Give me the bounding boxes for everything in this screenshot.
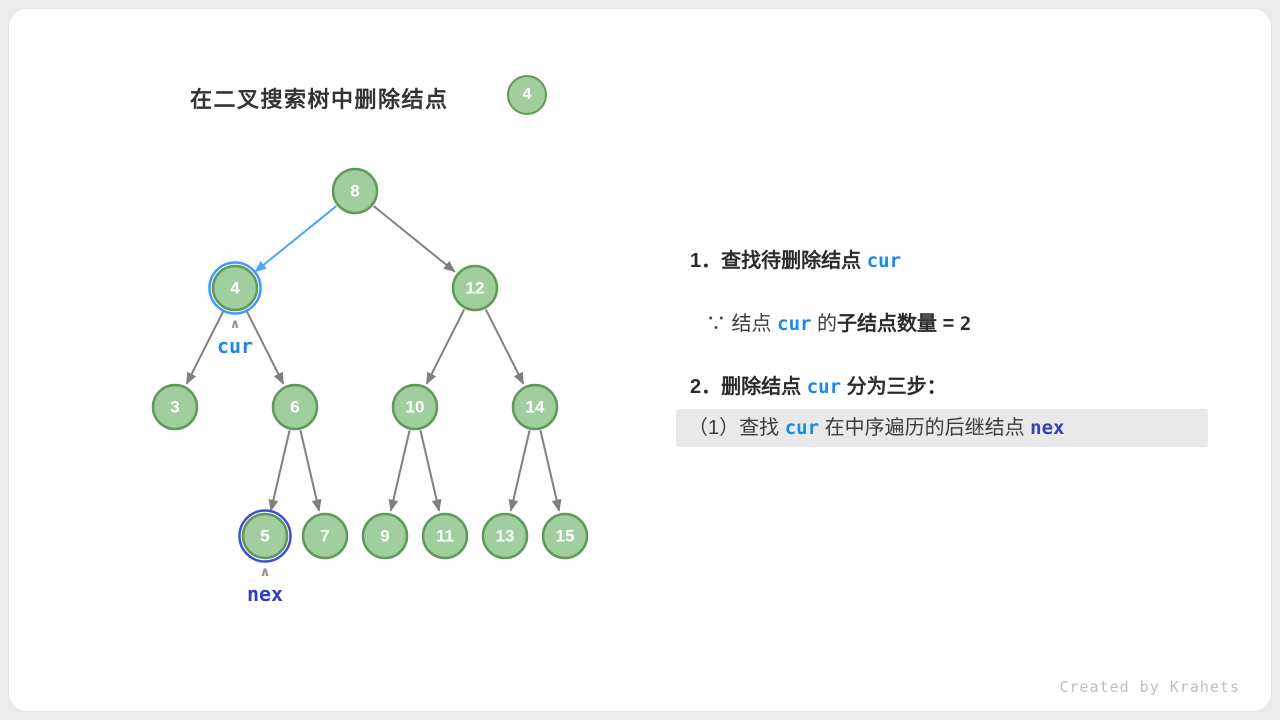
tree-node-value: 14 (526, 398, 545, 417)
tree-node-value: 15 (556, 527, 575, 546)
tree-node-value: 7 (320, 527, 329, 546)
text-segment-bold: 1．查找待删除结点 (690, 250, 867, 272)
text-segment-bold: 2．删除结点 (690, 376, 807, 398)
tree-node-8: 8 (331, 167, 379, 215)
tree-node-circle (541, 512, 589, 560)
text-segment-bold: = (937, 313, 960, 335)
tree-node-4: 4 (208, 261, 262, 315)
tree-edge-8-4 (254, 205, 337, 273)
page-title: 在二叉搜索树中删除结点 (190, 87, 449, 112)
cur-pointer-caret-icon: ∧ (230, 317, 241, 332)
text-segment-normal: 的 (811, 313, 838, 335)
tree-node-circle (271, 383, 319, 431)
tree-edge-12-10 (425, 308, 466, 385)
tree-node-11: 11 (421, 512, 469, 560)
tree-edge-4-3 (185, 308, 226, 385)
tree-edges (185, 205, 562, 512)
cur-highlight-ring (208, 261, 262, 315)
tree-node-12: 12 (451, 264, 499, 312)
tree-edge-10-11 (419, 430, 442, 512)
tree-pointers: ∧ cur ∧ nex (217, 317, 283, 606)
tree-node-6: 6 (271, 383, 319, 431)
step-2-line: 2．删除结点 cur 分为三步： (676, 374, 1208, 400)
text-segment-code-blue: cur (866, 250, 902, 272)
text-segment-bold-mono: 2 (959, 313, 972, 335)
tree-node-7: 7 (301, 512, 349, 560)
text-segment-code-blue: cur (784, 417, 820, 439)
tree-node-15: 15 (541, 512, 589, 560)
tree-node-value: 9 (380, 527, 389, 546)
text-segment-bold: 子结点数量 (837, 313, 938, 335)
because-line: ∵ 结点 cur 的子结点数量 = 2 (676, 311, 1208, 337)
tree-node-value: 4 (230, 279, 240, 298)
tree-nodes: 8 4 12 3 6 10 14 5 7 9 11 13 15 (151, 167, 589, 563)
text-segment-normal: （1）查找 (688, 417, 785, 439)
tree-node-circle (481, 512, 529, 560)
tree-node-circle (151, 383, 199, 431)
tree-edge-6-5 (268, 430, 291, 512)
tree-node-13: 13 (481, 512, 529, 560)
substep-1-line: （1）查找 cur 在中序遍历的后继结点 nex (676, 409, 1208, 447)
tree-edge-6-7 (299, 430, 322, 512)
footer-credit: Created by Krahets (1059, 678, 1240, 696)
tree-node-circle (211, 264, 259, 312)
tree-node-value: 6 (290, 398, 299, 417)
nex-pointer-label: nex (247, 582, 283, 606)
text-segment-bold: 分为三步： (841, 376, 947, 398)
tree-node-value: 11 (436, 527, 454, 546)
title-badge-node: 4 (507, 75, 547, 115)
step-1-line: 1．查找待删除结点 cur (676, 248, 1208, 274)
tree-node-3: 3 (151, 383, 199, 431)
text-segment-code-blue: cur (777, 313, 812, 335)
tree-edge-14-15 (539, 430, 562, 512)
tree-node-value: 13 (496, 527, 515, 546)
tree-node-value: 10 (406, 398, 425, 417)
text-segment-normal: 在中序遍历的后继结点 (819, 417, 1031, 439)
tree-node-circle (421, 512, 469, 560)
nex-pointer-caret-icon: ∧ (260, 565, 271, 580)
tree-node-circle (451, 264, 499, 312)
text-segment-normal: ∵ 结点 (706, 313, 778, 335)
tree-node-10: 10 (391, 383, 439, 431)
tree-edge-10-9 (388, 430, 411, 512)
tree-edge-8-12 (373, 205, 456, 273)
tree-edge-4-6 (244, 308, 285, 385)
text-segment-code-blue: cur (806, 376, 842, 398)
tree-node-5: 5 (238, 509, 292, 563)
tree-node-value: 3 (170, 398, 179, 417)
tree-node-circle (391, 383, 439, 431)
cur-pointer-label: cur (217, 334, 253, 358)
tree-edge-14-13 (508, 430, 531, 512)
tree-node-circle (241, 512, 289, 560)
content-card (8, 8, 1272, 712)
tree-node-value: 8 (350, 182, 359, 201)
tree-node-circle (301, 512, 349, 560)
tree-edge-12-14 (484, 308, 525, 385)
tree-node-9: 9 (361, 512, 409, 560)
nex-highlight-ring (238, 509, 292, 563)
tree-node-circle (511, 383, 559, 431)
tree-node-14: 14 (511, 383, 559, 431)
tree-node-value: 12 (466, 279, 485, 298)
tree-node-circle (361, 512, 409, 560)
tree-node-circle (331, 167, 379, 215)
text-segment-code-indigo: nex (1030, 417, 1065, 439)
tree-node-value: 5 (260, 527, 269, 546)
